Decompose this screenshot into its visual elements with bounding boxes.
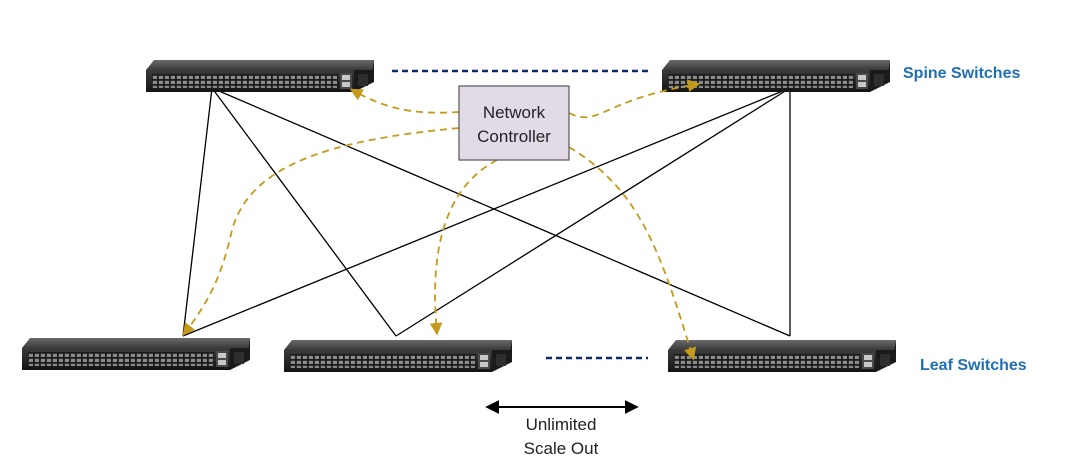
controller-to-spine2-arrow <box>568 79 701 119</box>
control-plane-arrows <box>182 79 701 361</box>
spine-switch-2 <box>662 60 890 92</box>
controller-to-leaf2-arrow <box>429 159 498 336</box>
controller-to-leaf3-arrow <box>568 146 697 361</box>
leaf-switches-label: Leaf Switches <box>920 357 1027 374</box>
leaf-switch-2 <box>284 340 512 372</box>
controller-to-leaf1-arrow <box>182 127 460 337</box>
controller-label-line1: Network <box>483 103 546 122</box>
leaf-switch-1 <box>22 338 250 370</box>
spine-switches-label: Spine Switches <box>903 65 1020 82</box>
controller-box <box>458 85 570 161</box>
controller-label-line2: Controller <box>477 127 551 146</box>
link-spine1-leaf3 <box>211 87 791 337</box>
link-spine2-leaf1 <box>182 87 791 337</box>
link-spine2-leaf2 <box>395 87 791 337</box>
scale-out-label-line1: Unlimited <box>526 415 597 434</box>
link-spine1-leaf1 <box>182 87 213 337</box>
network-controller: Network Controller <box>458 85 570 161</box>
spine-switch-1 <box>146 60 374 92</box>
controller-to-spine1-arrow <box>349 88 460 114</box>
link-spine1-leaf2 <box>211 87 397 337</box>
leaf-switch-3 <box>668 340 896 372</box>
scale-out-label-line2: Scale Out <box>524 439 599 458</box>
topology-links <box>182 87 791 337</box>
